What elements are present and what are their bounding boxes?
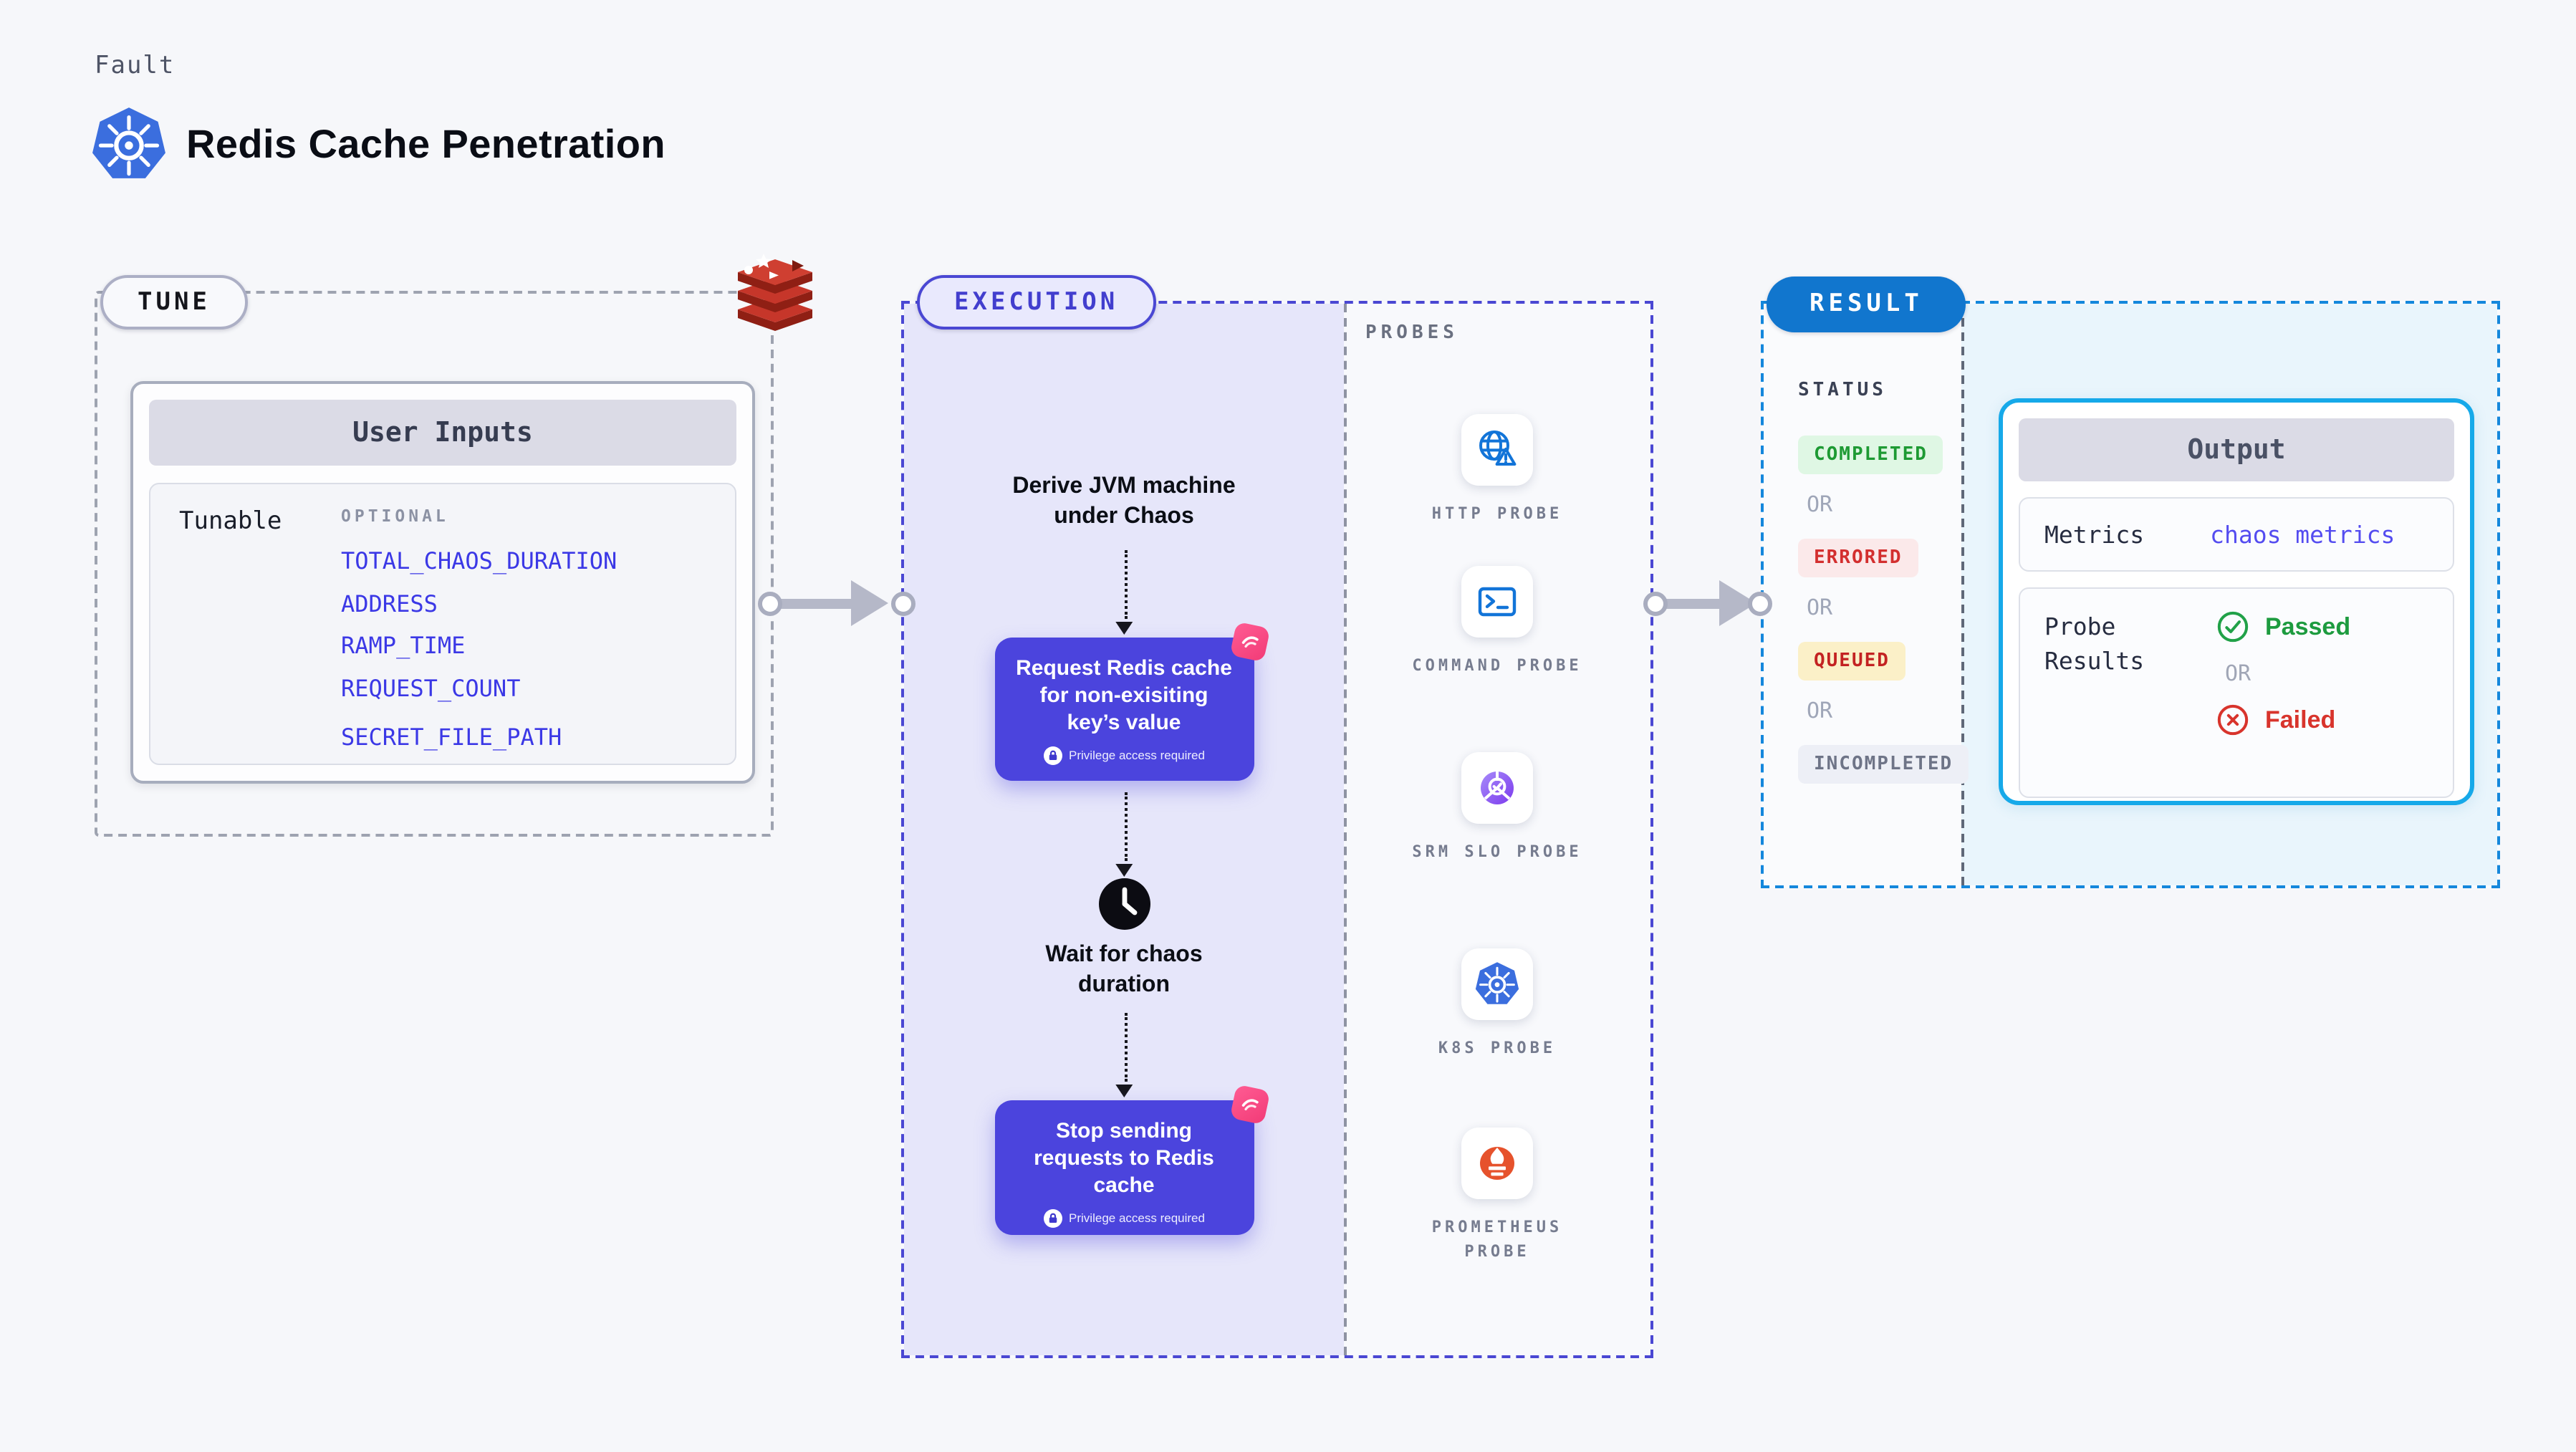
status-label: STATUS	[1798, 380, 1887, 401]
result-badge: RESULT	[1767, 277, 1966, 332]
probe-label: HTTP PROBE	[1431, 504, 1563, 523]
output-card: Output Metrics chaos metrics Probe Resul…	[1999, 398, 2474, 805]
fault-eyebrow: Fault	[95, 52, 176, 80]
step-request-redis-label: Request Redis cache for non-exisiting ke…	[1016, 656, 1232, 736]
http-probe-icon	[1461, 414, 1533, 486]
arrow-execution-to-result	[1662, 598, 1725, 608]
probe-http: HTTP PROBE	[1344, 414, 1650, 526]
user-inputs-title: User Inputs	[149, 400, 736, 466]
connector-dot	[891, 592, 915, 616]
param-total-chaos-duration: TOTAL_CHAOS_DURATION	[341, 547, 617, 574]
probe-label: PROMETHEUS PROBE	[1431, 1218, 1563, 1261]
prometheus-probe-icon	[1461, 1128, 1533, 1199]
metrics-label: Metrics	[2044, 521, 2145, 548]
or-label: OR	[2225, 660, 2251, 686]
tune-badge: TUNE	[100, 275, 248, 330]
user-inputs-card: User Inputs Tunable OPTIONAL TOTAL_CHAOS…	[130, 381, 755, 784]
tunable-panel: Tunable OPTIONAL TOTAL_CHAOS_DURATION AD…	[149, 483, 736, 765]
execution-section-box: PROBES Derive JVM machine under Chaos Re…	[901, 301, 1653, 1358]
or-label: OR	[1807, 698, 1833, 723]
failed-row: Failed	[2216, 703, 2350, 736]
probe-prometheus: PROMETHEUS PROBE	[1344, 1128, 1650, 1264]
status-badge-incompleted: INCOMPLETED	[1798, 745, 1969, 784]
srm-slo-probe-icon	[1461, 752, 1533, 824]
param-ramp-time: RAMP_TIME	[341, 632, 466, 659]
connector-dot	[758, 592, 782, 616]
lock-icon	[1043, 1208, 1062, 1228]
passed-label: Passed	[2265, 612, 2351, 640]
step-stop-requests-box: Stop sending requests to Redis cache Pri…	[994, 1084, 1270, 1235]
or-label: OR	[1807, 595, 1833, 620]
flow-connector	[1124, 792, 1127, 861]
param-secret-file-path: SECRET_FILE_PATH	[341, 723, 562, 751]
connector-dot	[1748, 592, 1772, 616]
title-row: Redis Cache Penetration	[92, 106, 665, 183]
result-divider	[1961, 304, 1964, 885]
status-badge-errored: ERRORED	[1798, 539, 1918, 577]
passed-row: Passed	[2216, 610, 2350, 643]
execution-flow: Derive JVM machine under Chaos Request R…	[904, 304, 1344, 1355]
param-request-count: REQUEST_COUNT	[341, 674, 521, 701]
optional-label: OPTIONAL	[341, 506, 449, 526]
privilege-note-text: Privilege access required	[1069, 748, 1205, 763]
chaos-experiment-icon	[1229, 1084, 1270, 1125]
probe-results-values: Passed OR Failed	[2216, 610, 2350, 775]
lock-icon	[1043, 746, 1062, 765]
arrow-tune-to-execution	[777, 598, 857, 608]
flow-connector	[1124, 550, 1127, 619]
probe-label: SRM SLO PROBE	[1412, 842, 1582, 861]
metrics-row: Metrics chaos metrics	[2019, 497, 2454, 572]
output-title: Output	[2019, 418, 2454, 481]
redis-icon	[728, 244, 822, 338]
kubernetes-icon	[92, 106, 166, 183]
probe-results-row: Probe Results Passed OR	[2019, 587, 2454, 798]
probe-label: K8S PROBE	[1438, 1039, 1557, 1057]
step-request-redis-box: Request Redis cache for non-exisiting ke…	[994, 621, 1270, 781]
privilege-note-text: Privilege access required	[1069, 1211, 1205, 1226]
privilege-note: Privilege access required	[994, 746, 1254, 777]
privilege-note: Privilege access required	[994, 1208, 1254, 1240]
arrow-down-icon	[1115, 1085, 1133, 1097]
probe-label: COMMAND PROBE	[1412, 656, 1582, 675]
result-section-box: STATUS COMPLETED OR ERRORED OR QUEUED OR…	[1761, 301, 2500, 888]
step-stop-requests-label: Stop sending requests to Redis cache	[1034, 1119, 1214, 1198]
probes-label: PROBES	[1365, 322, 1458, 344]
step-wait-label: Wait for chaos duration	[1045, 943, 1203, 997]
chaos-experiment-icon	[1229, 621, 1270, 663]
x-circle-icon	[2217, 704, 2249, 736]
probe-srm-slo: SRM SLO PROBE	[1344, 752, 1650, 864]
arrow-right-icon	[851, 580, 888, 626]
execution-probes-divider	[1344, 304, 1347, 1355]
flow-connector	[1124, 1013, 1127, 1082]
execution-badge: EXECUTION	[917, 275, 1156, 330]
param-address: ADDRESS	[341, 590, 438, 617]
arrow-down-icon	[1115, 864, 1133, 877]
failed-label: Failed	[2265, 706, 2336, 733]
metrics-value: chaos metrics	[2210, 521, 2395, 548]
tune-section-box	[95, 291, 774, 837]
status-badge-completed: COMPLETED	[1798, 436, 1943, 474]
param-list: TOTAL_CHAOS_DURATION ADDRESS RAMP_TIME R…	[341, 540, 617, 759]
status-badge-queued: QUEUED	[1798, 642, 1905, 681]
tunable-label: Tunable	[179, 507, 282, 536]
probe-results-label: Probe Results	[2044, 613, 2145, 675]
clock-icon	[1097, 877, 1151, 931]
probe-k8s: K8S PROBE	[1344, 948, 1650, 1060]
check-circle-icon	[2217, 611, 2249, 643]
arrow-down-icon	[1115, 622, 1133, 635]
k8s-probe-icon	[1461, 948, 1533, 1020]
connector-dot	[1643, 592, 1668, 616]
command-probe-icon	[1461, 566, 1533, 638]
step-derive-jvm: Derive JVM machine under Chaos	[1012, 474, 1236, 529]
or-label: OR	[1807, 491, 1833, 517]
page-title: Redis Cache Penetration	[186, 122, 665, 166]
probe-command: COMMAND PROBE	[1344, 566, 1650, 678]
